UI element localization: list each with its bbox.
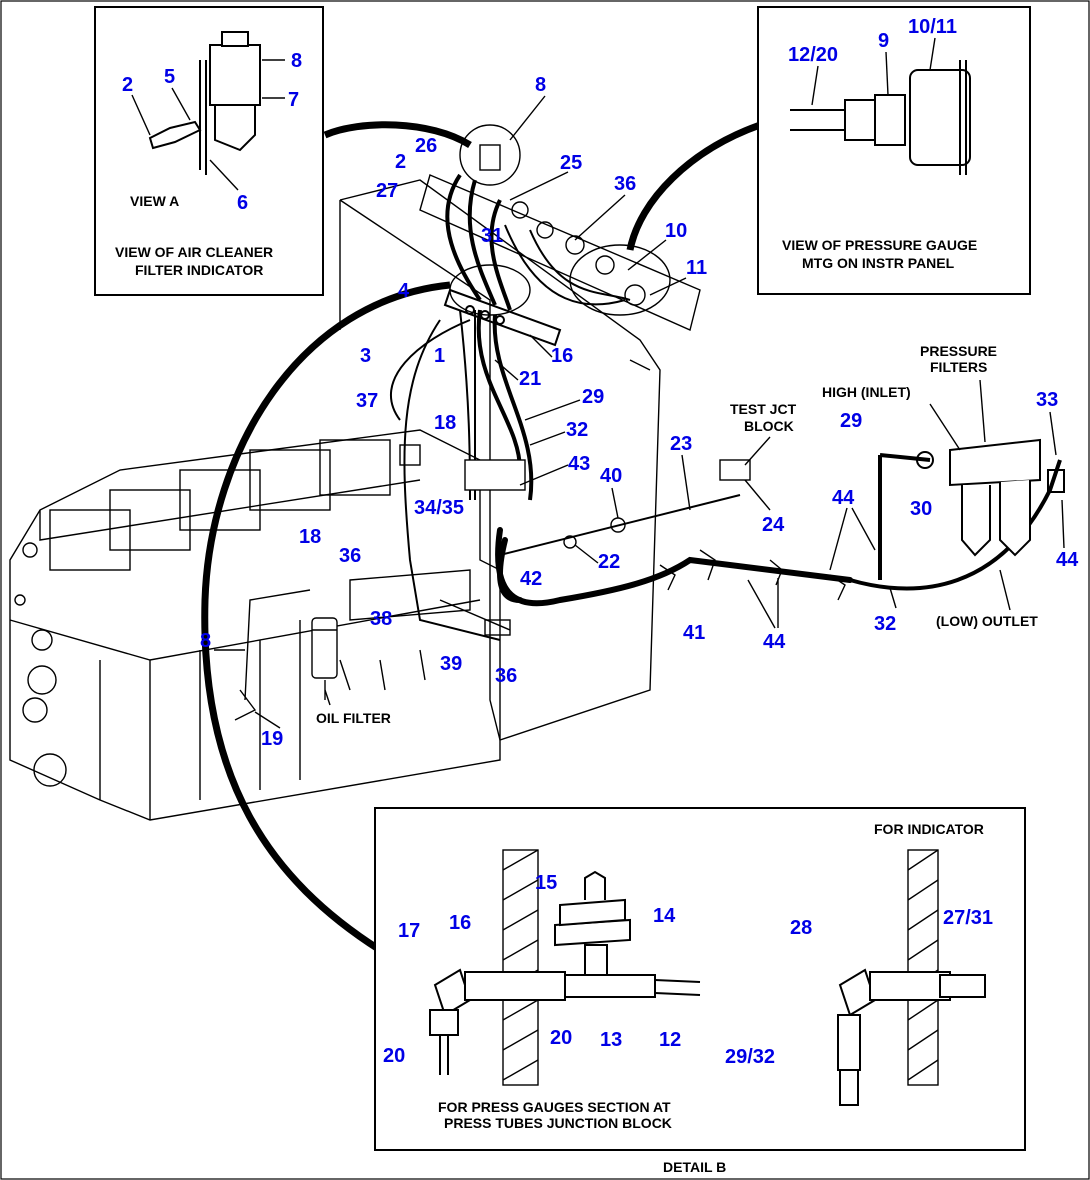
hose-clamps	[234, 444, 846, 721]
callout: 3	[360, 345, 371, 367]
callout: 8	[535, 74, 546, 96]
high-inlet-label: HIGH (INLET)	[822, 384, 911, 400]
callout: 4	[398, 280, 410, 302]
leader-lines	[131, 37, 1065, 729]
press-section-caption: FOR PRESS GAUGES SECTION AT	[438, 1099, 671, 1115]
callout: 34/35	[414, 497, 464, 519]
callout: 28	[790, 917, 812, 939]
callout: 32	[874, 613, 896, 635]
callout: 10	[665, 220, 687, 242]
callout: 2	[122, 74, 133, 96]
callout: 12/20	[788, 44, 838, 66]
callout: 11	[686, 257, 707, 279]
callout: 24	[762, 514, 785, 536]
for-indicator-label: FOR INDICATOR	[874, 821, 984, 837]
callout: 26	[415, 135, 437, 157]
callout: 16	[551, 345, 573, 367]
callouts-detail-b: FOR INDICATOR 15 14 17 16 20 20 13 12 28…	[383, 821, 993, 1131]
callout: 41	[683, 622, 705, 644]
callout: 13	[600, 1029, 622, 1051]
callout: 39	[440, 653, 462, 675]
callout: 18	[434, 412, 456, 434]
callout: 20	[383, 1045, 405, 1067]
callout: 8	[291, 50, 302, 72]
view-a-title: VIEW A	[130, 193, 179, 209]
air-cleaner-caption: VIEW OF AIR CLEANER	[115, 244, 273, 260]
callout: 1	[434, 345, 445, 367]
view-a-box	[94, 6, 324, 296]
callout: 38	[370, 608, 392, 630]
oil-filter-label: OIL FILTER	[316, 710, 391, 726]
callout: 14	[653, 905, 676, 927]
press-section-caption: PRESS TUBES JUNCTION BLOCK	[444, 1115, 672, 1131]
hose-routing	[244, 173, 1062, 701]
air-cleaner-caption: FILTER INDICATOR	[135, 262, 263, 278]
callout: 27	[376, 180, 398, 202]
detail-b-box	[374, 807, 1026, 1151]
instrument-panel-bar	[419, 124, 701, 331]
callout: 17	[398, 920, 420, 942]
callout: 43	[568, 453, 590, 475]
callout: 42	[520, 568, 542, 590]
callouts-main: 8 26 2 25 27 36 31 10 11 4 3 1 16 21 37 …	[200, 74, 1079, 750]
callout: 36	[339, 545, 361, 567]
callout: 40	[600, 465, 622, 487]
callout: 44	[832, 487, 855, 509]
low-outlet-label: (LOW) OUTLET	[936, 613, 1038, 629]
callout: 6	[237, 192, 248, 214]
callouts-view-a: 2 5 8 7 6 VIEW A VIEW OF AIR CLEANER FIL…	[115, 50, 302, 278]
callout: 37	[356, 390, 378, 412]
callout: 23	[670, 433, 692, 455]
callout: 32	[566, 419, 588, 441]
callout: 21	[519, 368, 541, 390]
callout: 19	[261, 728, 283, 750]
callout: 20	[550, 1027, 572, 1049]
callout: 5	[164, 66, 175, 88]
callout: 18	[299, 526, 321, 548]
oil-filter	[311, 617, 338, 700]
callout: 44	[763, 631, 786, 653]
pressure-filters-label: PRESSURE	[920, 343, 997, 359]
engine-block	[9, 429, 501, 821]
callout: 16	[449, 912, 471, 934]
pressure-filters	[916, 438, 1065, 557]
callout: 7	[288, 89, 299, 111]
callout: 12	[659, 1029, 681, 1051]
callout: 44	[1056, 549, 1079, 571]
callout: 10/11	[908, 16, 957, 38]
callout: 33	[1036, 389, 1058, 411]
leader-arcs	[201, 121, 762, 953]
callout: 8	[200, 630, 211, 652]
callout: 31	[481, 225, 503, 247]
callout: 36	[614, 173, 636, 195]
gauge-mtg-caption: MTG ON INSTR PANEL	[802, 255, 955, 271]
callout: 29	[582, 386, 604, 408]
callout: 2	[395, 151, 406, 173]
callout: 29/32	[725, 1046, 775, 1068]
callout: 15	[535, 872, 557, 894]
pressure-gauge-view-box	[757, 6, 1031, 295]
callouts-gauge-view: 12/20 9 10/11 VIEW OF PRESSURE GAUGE MTG…	[782, 16, 977, 271]
detail-b-title: DETAIL B	[663, 1159, 726, 1175]
labels-main: PRESSURE FILTERS HIGH (INLET) TEST JCT B…	[316, 343, 1038, 726]
pressure-filters-label: FILTERS	[930, 359, 987, 375]
test-jct-label: BLOCK	[744, 418, 794, 434]
callout: 22	[598, 551, 620, 573]
callout: 29	[840, 410, 862, 432]
gauge-mtg-caption: VIEW OF PRESSURE GAUGE	[782, 237, 977, 253]
callout: 9	[878, 30, 889, 52]
callout: 25	[560, 152, 582, 174]
callout: 30	[910, 498, 932, 520]
callout: 36	[495, 665, 517, 687]
callout: 27/31	[943, 907, 993, 929]
test-jct-label: TEST JCT	[730, 401, 797, 417]
